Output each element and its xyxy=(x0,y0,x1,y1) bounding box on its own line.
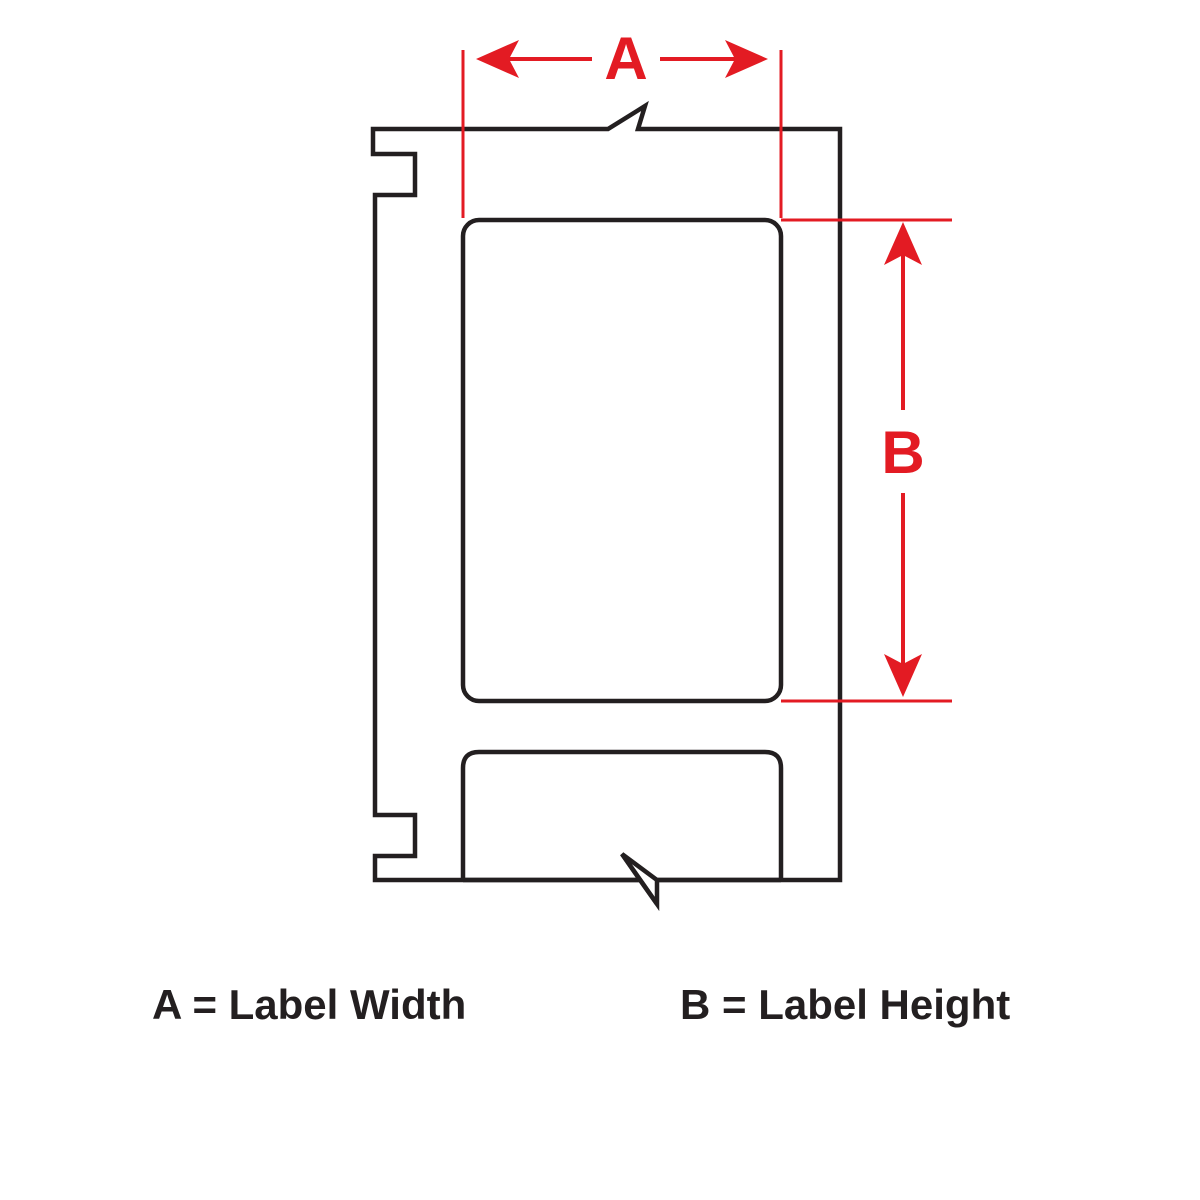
width-arrow-right xyxy=(725,40,768,78)
label-shape xyxy=(460,217,784,704)
width-dimension: A xyxy=(461,25,783,218)
bottom-break-mark xyxy=(463,852,781,912)
width-arrow-left xyxy=(476,40,519,78)
width-letter: A xyxy=(604,25,647,92)
legend-label-width: A = Label Width xyxy=(152,981,467,1028)
height-dimension: B xyxy=(781,218,952,703)
height-arrow-bottom xyxy=(884,654,922,697)
legend-label-height: B = Label Height xyxy=(680,981,1011,1028)
height-arrow-top xyxy=(884,222,922,265)
next-label-shape xyxy=(460,749,784,880)
height-letter: B xyxy=(881,419,924,486)
